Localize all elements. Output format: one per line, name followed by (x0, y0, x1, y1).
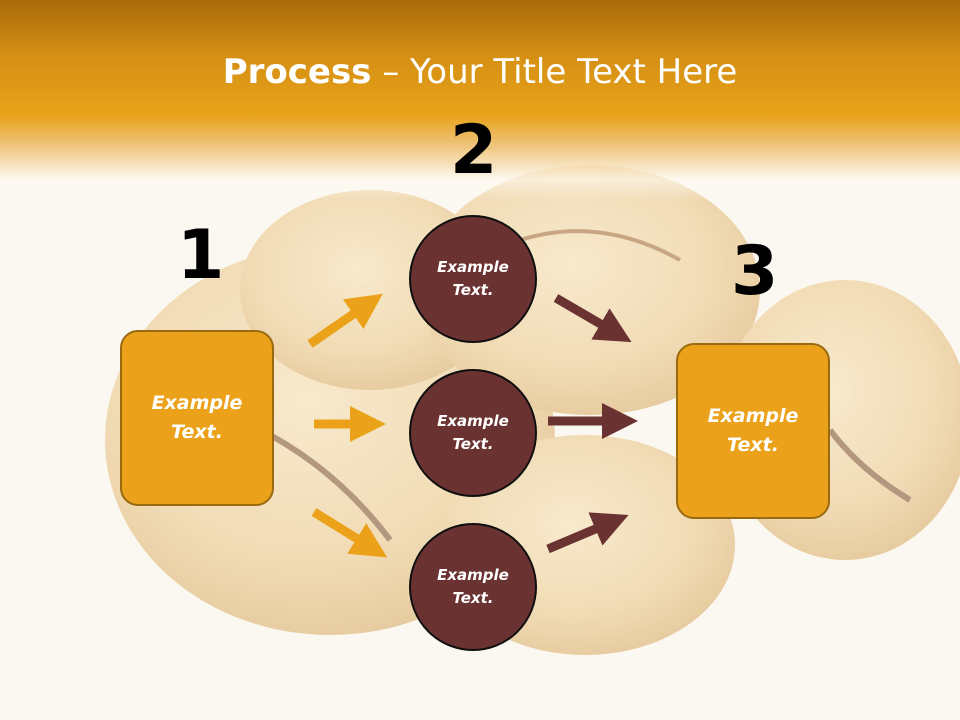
header-band (0, 0, 960, 200)
step-number-2: 2 (450, 111, 498, 190)
arrow-1-to-bottom-circle (311, 508, 388, 558)
step-1-box: Example Text. (120, 330, 274, 506)
step-2-circle-bottom: Example Text. (409, 523, 537, 651)
step-2-circle-top: Example Text. (409, 215, 537, 343)
arrow-top-circle-to-3 (553, 294, 632, 343)
arrow-1-to-top-circle (307, 293, 383, 348)
step-3-box: Example Text. (676, 343, 830, 519)
circle-middle-label: Example Text. (437, 412, 509, 453)
circle-bottom-label: Example Text. (437, 566, 509, 607)
step-number-1: 1 (177, 216, 225, 295)
title-rest: – Your Title Text Here (371, 52, 738, 92)
step-2-circle-middle: Example Text. (409, 369, 537, 497)
step-1-label: Example Text. (151, 392, 243, 443)
slide-title: Process – Your Title Text Here (0, 52, 960, 92)
circle-top-label: Example Text. (437, 258, 509, 299)
title-bold: Process (222, 52, 372, 92)
step-3-label: Example Text. (707, 405, 799, 456)
step-number-3: 3 (731, 232, 779, 311)
arrow-bottom-circle-to-3 (546, 512, 629, 554)
